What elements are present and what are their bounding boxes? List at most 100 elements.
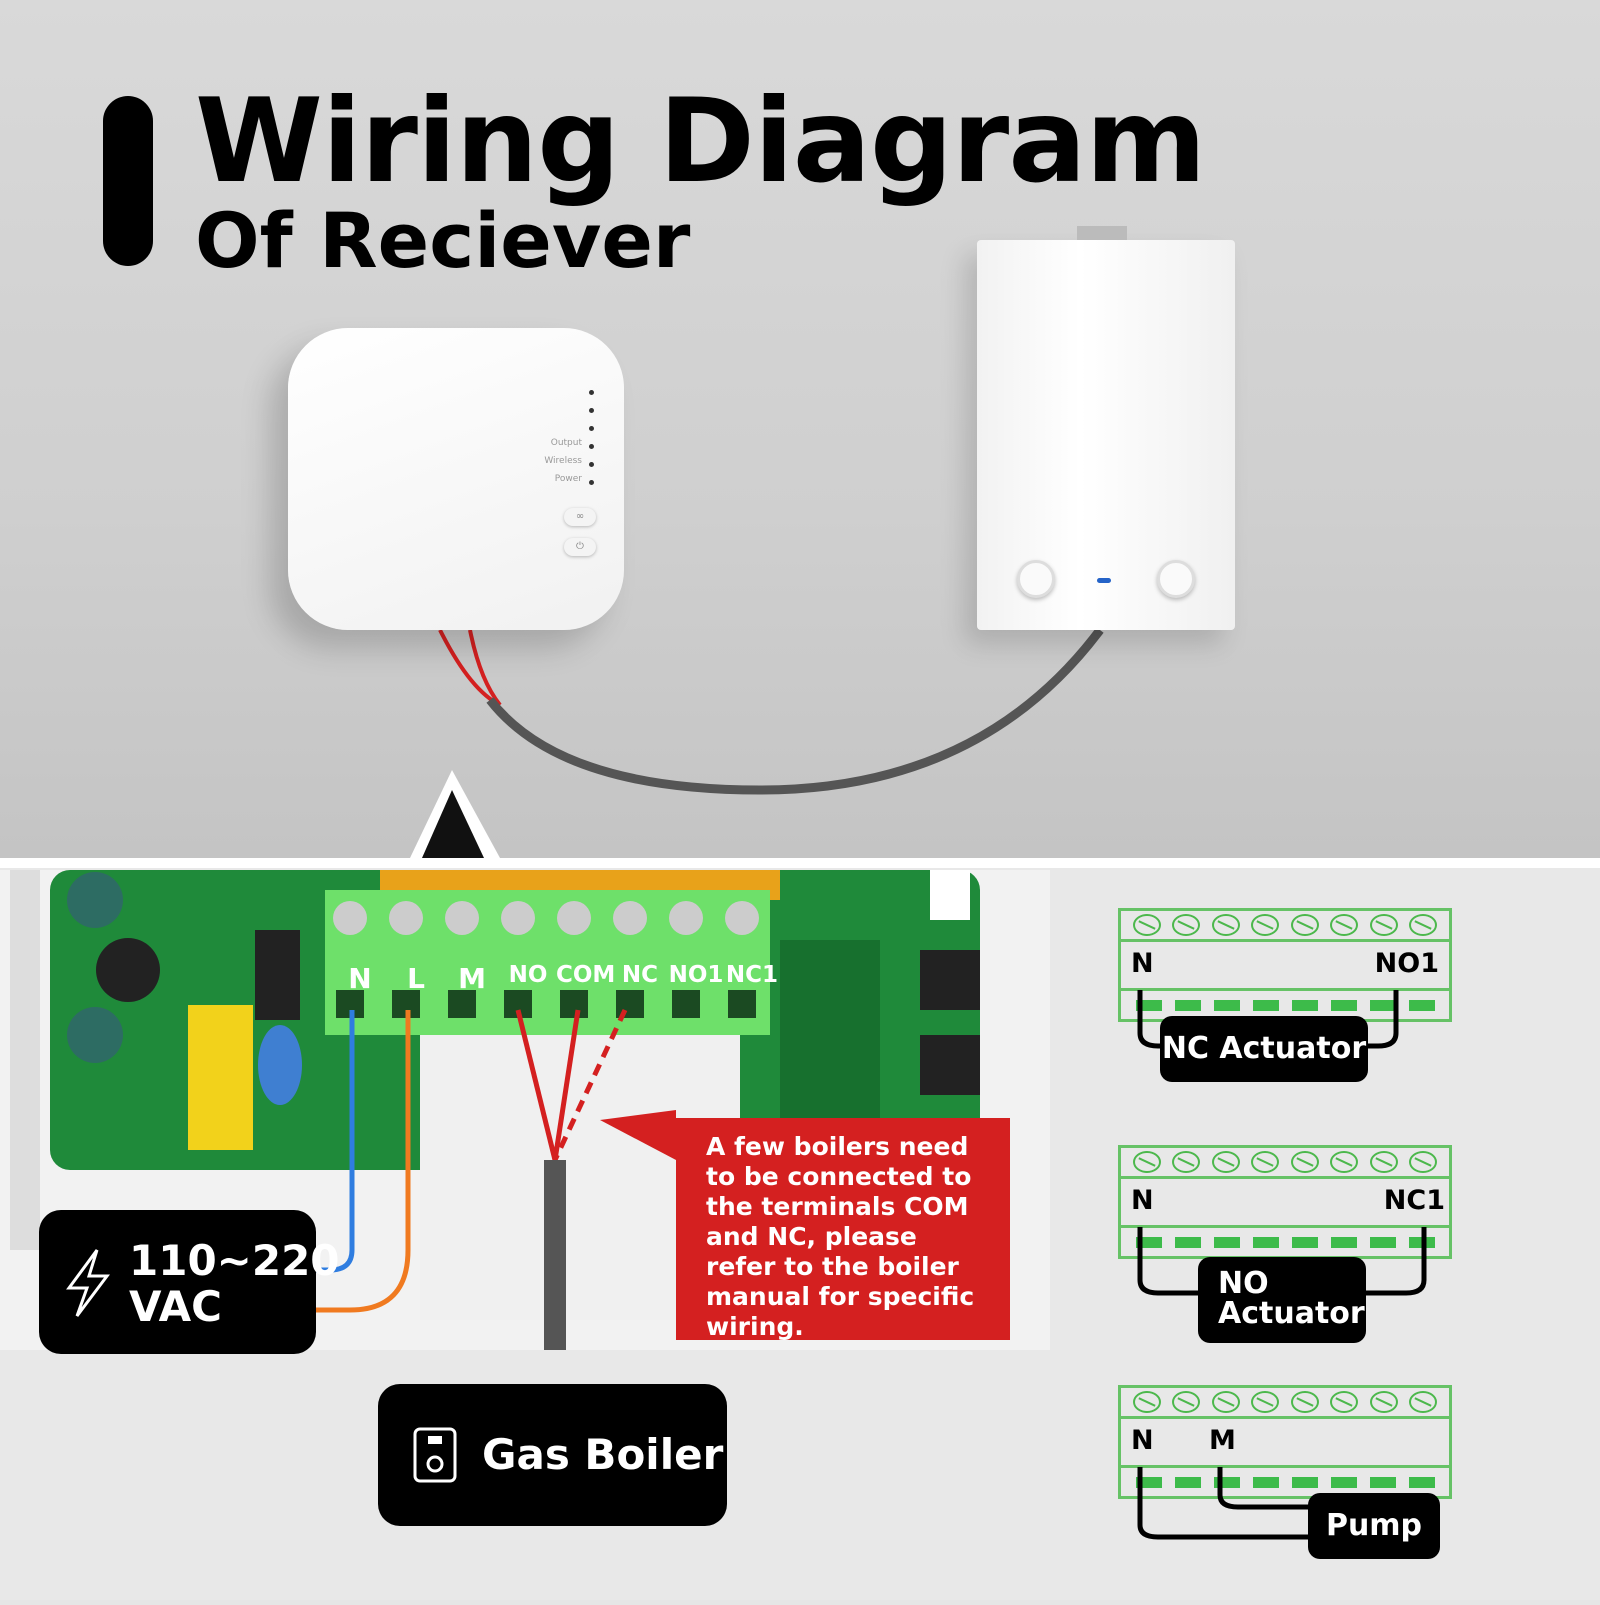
terminal-n: N [1131, 1185, 1154, 1216]
screw-icon [1132, 1151, 1161, 1173]
terminal-label-com: COM [556, 962, 616, 988]
terminal-label-n: N [348, 962, 372, 995]
screw-icon [1369, 914, 1398, 936]
terminal-label-nc: NC [621, 962, 659, 988]
screw-icon [1409, 914, 1438, 936]
connection-wire [1137, 1227, 1427, 1296]
terminal-screw [445, 901, 479, 935]
boiler-device [977, 226, 1235, 630]
lightning-icon [66, 1249, 110, 1317]
terminal-n: N [1131, 1425, 1154, 1456]
terminal-pin [1252, 1236, 1279, 1248]
screw-icon [1211, 914, 1240, 936]
product-photo-area [0, 0, 1600, 858]
boiler-knob-right [1157, 560, 1195, 598]
terminal-pin [1330, 999, 1357, 1011]
example-nc-actuator: N NO1 NC Actuator [1118, 908, 1452, 1082]
terminal-pin [1291, 1476, 1318, 1488]
terminal-label-l: L [407, 962, 425, 995]
indicator-wireless: Wireless [544, 456, 582, 466]
title-accent-bar [103, 96, 153, 266]
screw-icon [1290, 1151, 1319, 1173]
terminal-n: N [1131, 948, 1154, 979]
terminal-pin [1291, 999, 1318, 1011]
device-tag: NO Actuator [1198, 1257, 1366, 1343]
terminal-right: NO1 [1374, 948, 1439, 979]
divider [0, 858, 1600, 868]
page-subtitle: Of Reciever [195, 196, 691, 285]
boiler-knob-left [1017, 560, 1055, 598]
terminal-pin [1135, 1236, 1162, 1248]
terminal-pin [1174, 999, 1201, 1011]
gas-boiler-text: Gas Boiler [482, 1430, 724, 1479]
screw-icon [1369, 1391, 1398, 1413]
screw-icon [1172, 1151, 1201, 1173]
wiring-note: A few boilers need to be connected to th… [676, 1118, 1010, 1341]
screw-icon [1330, 1391, 1359, 1413]
terminal-screw [389, 901, 423, 935]
connection-wire [1137, 1467, 1318, 1540]
terminal-label-m: M [458, 962, 486, 995]
screw-icon [1369, 1151, 1398, 1173]
screw-icon [1330, 1151, 1359, 1173]
terminal-label-no1: NO1 [668, 962, 724, 988]
terminal-slot [728, 990, 756, 1018]
cable-drawing [410, 627, 1104, 858]
terminal-right: M [1209, 1425, 1236, 1456]
terminal-pin [1213, 1476, 1240, 1488]
terminal-screw [501, 901, 535, 935]
terminal-pin [1369, 1236, 1396, 1248]
terminal-pin [1330, 1236, 1357, 1248]
screw-icon [1330, 914, 1359, 936]
terminal-pin [1213, 999, 1240, 1011]
screw-icon [1172, 914, 1201, 936]
terminal-label-no: NO [508, 962, 548, 988]
screw-icon [1172, 1391, 1201, 1413]
terminal-screw [613, 901, 647, 935]
gas-boiler-label: Gas Boiler [378, 1384, 727, 1526]
terminal-slot [448, 990, 476, 1018]
screw-icon [1251, 1391, 1280, 1413]
example-pump: N M Pump [1118, 1385, 1452, 1559]
terminal-pin [1369, 1476, 1396, 1488]
terminal-pin [1252, 1476, 1279, 1488]
page-title: Wiring Diagram [195, 74, 1206, 209]
terminal-pin [1330, 1476, 1357, 1488]
connection-wire [1137, 990, 1399, 1049]
terminal-pin [1213, 1236, 1240, 1248]
screw-icon [1132, 914, 1161, 936]
device-tag: Pump [1308, 1493, 1440, 1559]
terminal-screw [669, 901, 703, 935]
example-no-actuator: N NC1 NO Actuator [1118, 1145, 1452, 1343]
terminal-screw [725, 901, 759, 935]
power-icon[interactable]: ⏻ [564, 538, 596, 556]
receiver-device: Output Wireless Power ∞ ⏻ [288, 328, 624, 630]
indicator-output: Output [550, 438, 582, 448]
link-icon[interactable]: ∞ [564, 508, 596, 526]
terminal-screw [333, 901, 367, 935]
screw-icon [1132, 1391, 1161, 1413]
terminal-pin [1174, 1236, 1201, 1248]
terminal-screw [557, 901, 591, 935]
terminal-pin [1408, 1476, 1435, 1488]
indicator-power: Power [554, 474, 582, 484]
terminal-pin [1174, 1476, 1201, 1488]
voltage-unit: VAC [129, 1282, 222, 1331]
terminal-pin [1291, 1236, 1318, 1248]
terminal-right: NC1 [1383, 1185, 1445, 1216]
terminal-slot [560, 990, 588, 1018]
screw-icon [1251, 1151, 1280, 1173]
screw-icon [1409, 1151, 1438, 1173]
screw-icon [1409, 1391, 1438, 1413]
screw-icon [1290, 1391, 1319, 1413]
voltage-value: 110~220 [129, 1236, 340, 1285]
terminal-pin [1135, 1476, 1162, 1488]
device-tag: NC Actuator [1160, 1016, 1368, 1082]
terminal-pin [1135, 999, 1162, 1011]
screw-icon [1290, 914, 1319, 936]
screw-icon [1211, 1151, 1240, 1173]
terminal-pin [1369, 999, 1396, 1011]
terminal-slot [672, 990, 700, 1018]
screw-icon [1211, 1391, 1240, 1413]
